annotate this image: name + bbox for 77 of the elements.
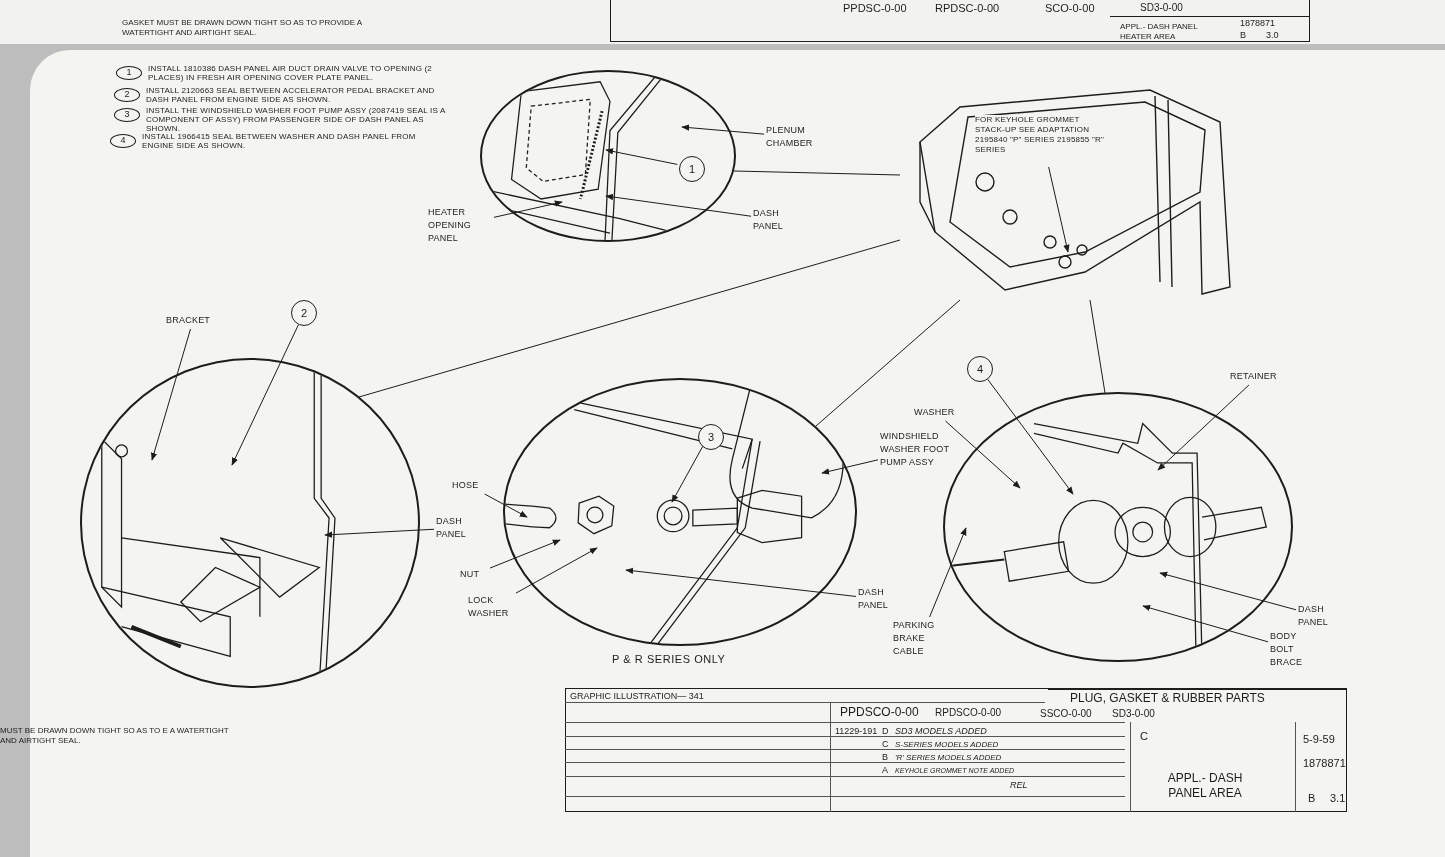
leader-line <box>987 378 1074 495</box>
leader-line <box>231 324 299 466</box>
projection-line <box>733 170 901 176</box>
part-label: LOCK WASHER <box>468 594 514 620</box>
drawing-text: GRAPHIC ILLUSTRATION— 341 <box>570 691 704 703</box>
projection-line <box>358 239 901 398</box>
instruction-text: INSTALL 1966415 SEAL BETWEEN WASHER AND DASH PANEL FROM ENGINE SIDE AS SHOWN. <box>142 132 417 150</box>
car-body-drawing <box>919 89 1231 295</box>
leader-line <box>605 193 752 217</box>
leader-line <box>821 459 879 475</box>
drawing-text: B <box>1240 30 1246 42</box>
leader-line <box>484 493 528 518</box>
part-label: HEATER OPENING PANEL <box>428 206 492 244</box>
leader-line <box>150 328 191 461</box>
leader-line <box>1142 604 1269 643</box>
drawing-text: PPDSC-0-00 <box>843 2 907 16</box>
part-label: PLENUM CHAMBER <box>766 124 828 150</box>
leader-line <box>515 547 598 594</box>
part-label: RETAINER <box>1230 370 1286 383</box>
drawing-text: SSCO-0-00 <box>1040 708 1092 721</box>
drawing-text: 3.1 <box>1330 792 1346 806</box>
drawing-text: APPL.- DASH PANEL AREA <box>1166 771 1244 801</box>
leader-line <box>493 200 563 218</box>
leader-line <box>489 539 561 569</box>
leader-line <box>1157 384 1250 471</box>
leader-line <box>324 528 435 538</box>
leader-line <box>1159 571 1297 611</box>
leader-line <box>625 567 857 597</box>
leader-line <box>929 527 967 618</box>
drawing-text: A <box>882 765 888 777</box>
drawing-text: B <box>882 752 888 764</box>
instruction-text: INSTALL THE WINDSHIELD WASHER FOOT PUMP ASSY (2087419 SEAL IS A COMPONENT OF ASSY) FROM PASSENGER SIDE OF DASH PANEL AS SHOWN. <box>146 106 446 133</box>
drawing-text: 5-9-59 <box>1303 733 1335 747</box>
part-label: DASH PANEL <box>1298 603 1340 629</box>
drawing-text: 'R' SERIES MODELS ADDED <box>895 753 1002 763</box>
part-label: WINDSHIELD WASHER FOOT PUMP ASSY <box>880 430 968 468</box>
drawing-text: REL <box>1010 780 1028 792</box>
drawing-text: B <box>1308 792 1316 806</box>
drawing-text: SD3-0-00 <box>1112 708 1155 721</box>
leader-line <box>671 445 704 503</box>
drawing-text: 1878871 <box>1303 757 1346 771</box>
drawing-text: C <box>1140 730 1148 744</box>
projection-line <box>1089 299 1106 394</box>
projection-line <box>815 299 961 427</box>
detail-view-circle <box>80 358 420 688</box>
leader-line <box>944 420 1021 489</box>
part-label: DASH PANEL <box>753 207 803 233</box>
drawing-text: D <box>882 726 889 738</box>
drawing-text: 3.0 <box>1266 30 1279 42</box>
drawing-text: 1878871 <box>1240 18 1276 30</box>
drawing-text: GASKET MUST BE DRAWN DOWN TIGHT SO AS TO PROVIDE A WATERTIGHT AND AIRTIGHT SEAL. <box>122 18 363 38</box>
leader-line <box>605 148 678 165</box>
part-label: BRACKET <box>166 314 220 327</box>
instruction-text: INSTALL 1810386 DASH PANEL AIR DUCT DRAIN VALVE TO OPENING (2 PLACES) IN FRESH AIR OPENING COVER PLATE PANEL. <box>148 64 433 82</box>
part-label: DASH PANEL <box>858 586 898 612</box>
caption-text: P & R SERIES ONLY <box>612 653 727 666</box>
drawing-text: SD3-0-00 <box>1140 2 1183 15</box>
drawing-text: PLUG, GASKET & RUBBER PARTS <box>1070 691 1265 706</box>
part-label: NUT <box>460 568 488 581</box>
drawing-text: SD3 MODELS ADDED <box>895 726 987 738</box>
leader-line <box>1048 166 1070 253</box>
leader-line <box>681 124 765 135</box>
part-label: BODY BOLT BRACE <box>1270 630 1316 668</box>
drawing-text: PPDSCO-0-00 <box>840 705 919 720</box>
drawing-text: C <box>882 739 889 751</box>
drawing-text: APPL.- DASH PANEL HEATER AREA <box>1120 22 1199 42</box>
part-label: WASHER <box>914 406 958 419</box>
drawing-text: MUST BE DRAWN DOWN TIGHT SO AS TO E A WATERTIGHT AND AIRTIGHT SEAL. <box>0 726 230 746</box>
instruction-text: INSTALL 2120663 SEAL BETWEEN ACCELERATOR PEDAL BRACKET AND DASH PANEL FROM ENGINE SIDE AS SHOWN. <box>146 86 436 104</box>
part-label: DASH PANEL <box>436 515 480 541</box>
part-label: HOSE <box>452 479 486 492</box>
drawing-text: RPDSC-0-00 <box>935 2 1000 16</box>
drawing-text: S-SERIES MODELS ADDED <box>895 740 999 750</box>
drawing-text: SCO-0-00 <box>1045 2 1095 16</box>
drawing-text: 11229-191 <box>835 726 878 738</box>
part-label: PARKING BRAKE CABLE <box>893 619 949 657</box>
drawing-text: RPDSCO-0-00 <box>935 707 1002 720</box>
